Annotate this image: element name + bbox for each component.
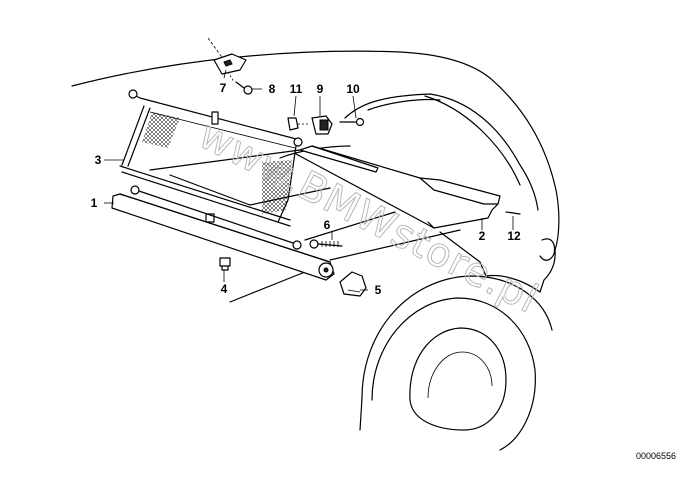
callout-5: 5 — [375, 283, 382, 297]
clip-part-11 — [287, 117, 308, 131]
bracket-part-9 — [311, 115, 333, 135]
callout-11: 11 — [290, 82, 303, 96]
callout-1: 1 — [91, 196, 98, 210]
watermark: www.BMWstore.pl — [191, 112, 545, 323]
screw-part-10 — [339, 117, 365, 127]
leader-lines — [104, 69, 514, 291]
car-body-outline — [71, 50, 560, 451]
parcel-shelf-part-2 — [295, 145, 501, 229]
callout-12: 12 — [507, 229, 521, 243]
callout-6: 6 — [324, 218, 331, 232]
diagram-reference-number: 00006556 — [636, 451, 676, 461]
callout-7: 7 — [220, 81, 227, 95]
callout-4: 4 — [221, 282, 228, 296]
luggage-net-part-3 — [119, 89, 303, 227]
end-cap-part-5 — [339, 271, 367, 297]
pin-part-12 — [505, 211, 521, 215]
bolt-part-8 — [235, 81, 253, 95]
callout-10: 10 — [346, 82, 360, 96]
plug-part-4 — [219, 257, 231, 271]
callout-3: 3 — [95, 153, 102, 167]
callout-8: 8 — [269, 82, 276, 96]
screw-part-6 — [309, 239, 343, 249]
roller-housing-part-1 — [111, 185, 335, 281]
callout-labels: 1 2 3 4 5 6 7 8 9 10 11 12 — [91, 81, 521, 297]
callout-9: 9 — [317, 82, 324, 96]
callout-2: 2 — [479, 229, 486, 243]
bracket-part-7 — [207, 37, 247, 83]
